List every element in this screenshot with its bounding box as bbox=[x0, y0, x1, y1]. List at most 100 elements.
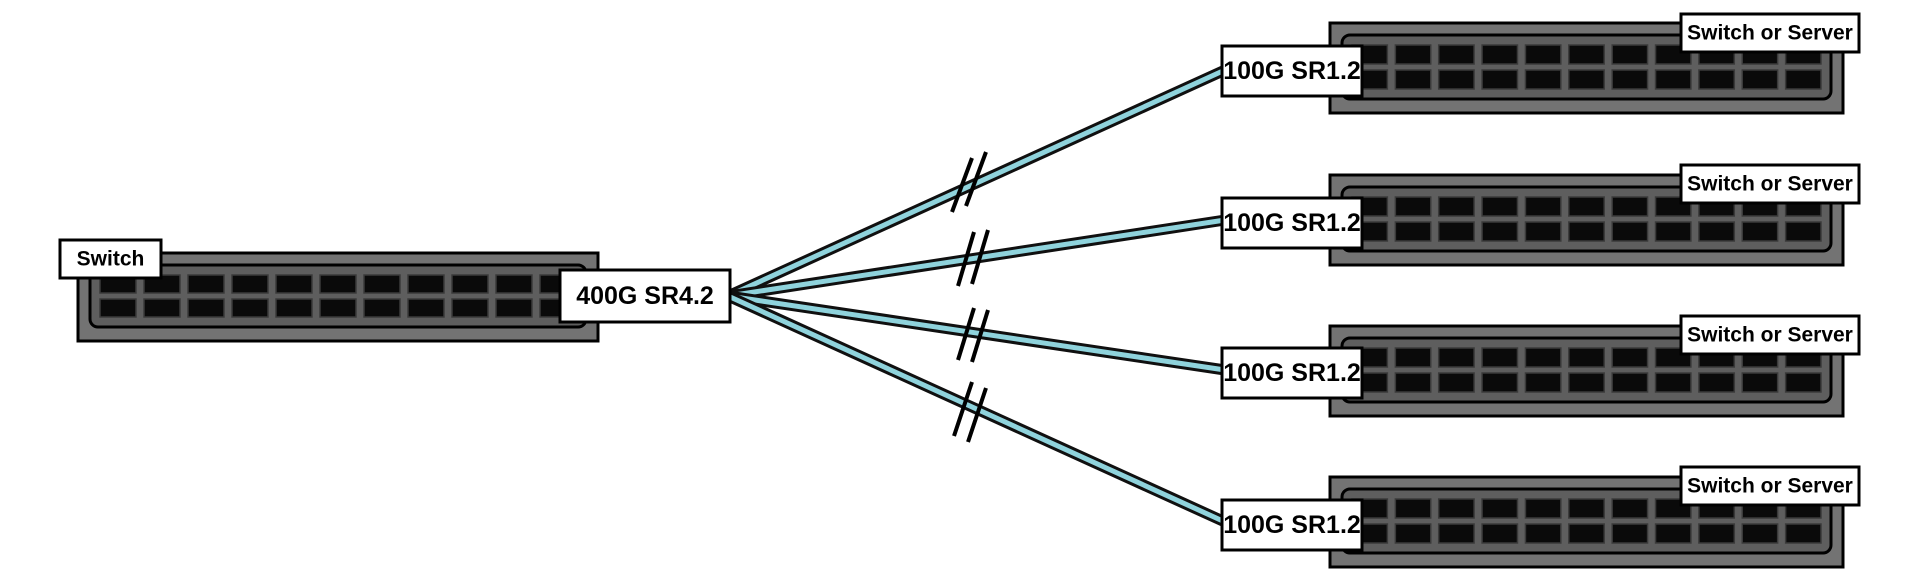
port bbox=[1611, 498, 1649, 519]
port bbox=[1524, 523, 1562, 544]
port bbox=[1481, 44, 1519, 65]
port bbox=[1524, 221, 1562, 242]
port bbox=[1654, 523, 1692, 544]
right-device-4-name: Switch or Server bbox=[1687, 475, 1853, 498]
port bbox=[1394, 44, 1432, 65]
cable-to-device-4 bbox=[722, 290, 1231, 528]
right-device-1-port-label: 100G SR1.2 bbox=[1220, 44, 1364, 98]
port bbox=[1698, 372, 1736, 393]
right-device-2-name: Switch or Server bbox=[1687, 173, 1853, 196]
left-switch-name-label: Switch bbox=[58, 238, 163, 280]
right-device-3-name-label: Switch or Server bbox=[1679, 314, 1861, 356]
port bbox=[1784, 372, 1822, 393]
port bbox=[1481, 498, 1519, 519]
port bbox=[1524, 44, 1562, 65]
port bbox=[187, 298, 225, 318]
right-device-4-port-name: 100G SR1.2 bbox=[1223, 511, 1361, 539]
port bbox=[451, 274, 489, 294]
port bbox=[1568, 221, 1605, 242]
port bbox=[231, 274, 269, 294]
cable-break-mark bbox=[952, 381, 988, 443]
port bbox=[1481, 347, 1519, 368]
cable-break-mark bbox=[950, 151, 988, 213]
port bbox=[451, 298, 489, 318]
port bbox=[1741, 523, 1779, 544]
right-device-2: Switch or Server 100G SR1.2 bbox=[1220, 163, 1861, 267]
port bbox=[1568, 498, 1605, 519]
left-switch-name: Switch bbox=[77, 248, 145, 271]
port bbox=[363, 274, 401, 294]
cable-to-device-3 bbox=[722, 290, 1231, 376]
port bbox=[1654, 69, 1692, 90]
port bbox=[1611, 347, 1649, 368]
port bbox=[1568, 196, 1605, 217]
port bbox=[1437, 44, 1475, 65]
port bbox=[1698, 221, 1736, 242]
port bbox=[143, 298, 181, 318]
port bbox=[1568, 523, 1605, 544]
port bbox=[187, 274, 225, 294]
cable-break-mark bbox=[956, 307, 990, 363]
fiber-cables bbox=[722, 64, 1231, 528]
right-device-3-port-label: 100G SR1.2 bbox=[1220, 346, 1364, 400]
right-device-4-name-label: Switch or Server bbox=[1679, 465, 1861, 507]
port bbox=[1394, 523, 1432, 544]
port bbox=[1524, 196, 1562, 217]
cable-to-device-1 bbox=[722, 64, 1231, 302]
port bbox=[1611, 69, 1649, 90]
port bbox=[1611, 523, 1649, 544]
port bbox=[1524, 498, 1562, 519]
port bbox=[1784, 523, 1822, 544]
port bbox=[1524, 347, 1562, 368]
port bbox=[1611, 221, 1649, 242]
left-switch-chassis bbox=[76, 251, 600, 343]
port bbox=[1568, 69, 1605, 90]
port bbox=[1741, 69, 1779, 90]
port bbox=[495, 298, 533, 318]
right-device-3-port-name: 100G SR1.2 bbox=[1223, 359, 1361, 387]
port bbox=[1437, 523, 1475, 544]
port bbox=[1611, 196, 1649, 217]
port bbox=[275, 274, 313, 294]
right-device-2-port-label: 100G SR1.2 bbox=[1220, 196, 1364, 250]
port bbox=[1741, 221, 1779, 242]
left-switch: Switch 400G SR4.2 bbox=[58, 238, 732, 343]
port bbox=[1437, 196, 1475, 217]
port bbox=[1741, 372, 1779, 393]
port bbox=[495, 274, 533, 294]
port bbox=[1437, 372, 1475, 393]
port bbox=[1437, 498, 1475, 519]
port bbox=[1698, 69, 1736, 90]
port bbox=[1784, 69, 1822, 90]
port bbox=[1481, 221, 1519, 242]
port bbox=[1611, 372, 1649, 393]
port bbox=[1481, 523, 1519, 544]
port bbox=[1437, 69, 1475, 90]
right-device-1-name-label: Switch or Server bbox=[1679, 12, 1861, 54]
port bbox=[319, 298, 357, 318]
port bbox=[407, 274, 445, 294]
right-device-3-name: Switch or Server bbox=[1687, 324, 1853, 347]
port bbox=[1481, 69, 1519, 90]
port bbox=[1394, 347, 1432, 368]
port bbox=[1568, 372, 1605, 393]
port bbox=[275, 298, 313, 318]
right-device-4-port-label: 100G SR1.2 bbox=[1220, 498, 1364, 552]
right-device-1-port-name: 100G SR1.2 bbox=[1223, 57, 1361, 85]
left-port-name: 400G SR4.2 bbox=[576, 282, 714, 310]
cable-break-mark bbox=[956, 229, 990, 287]
port bbox=[1654, 372, 1692, 393]
right-device-1-name: Switch or Server bbox=[1687, 22, 1853, 45]
port bbox=[1394, 372, 1432, 393]
port bbox=[231, 298, 269, 318]
left-port-label: 400G SR4.2 bbox=[558, 268, 732, 324]
port bbox=[1524, 372, 1562, 393]
port bbox=[1524, 69, 1562, 90]
port bbox=[1394, 221, 1432, 242]
port bbox=[407, 298, 445, 318]
port bbox=[363, 298, 401, 318]
port bbox=[1437, 221, 1475, 242]
port bbox=[1611, 44, 1649, 65]
port bbox=[1437, 347, 1475, 368]
